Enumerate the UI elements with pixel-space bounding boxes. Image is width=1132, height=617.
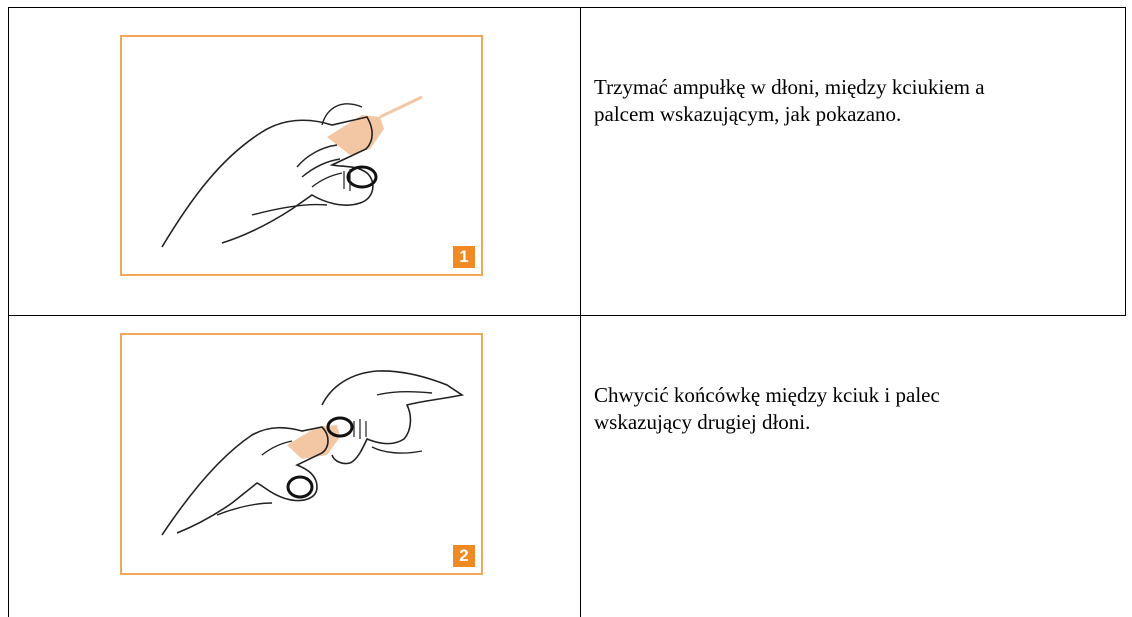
table-border-middle <box>8 315 1126 316</box>
step-2-text: Chwycić końcówkę między kciuk i palec ws… <box>594 382 1094 436</box>
step-2-badge: 2 <box>453 545 475 567</box>
step-1-text: Trzymać ampułkę w dłoni, między kciukiem… <box>594 74 1094 128</box>
hand-holding-ampoule-icon <box>122 37 481 274</box>
table-column-divider <box>580 7 581 617</box>
step-1-illustration: 1 <box>120 35 483 276</box>
table-border-right-top <box>1125 7 1126 316</box>
two-hands-twisting-ampoule-tip-icon <box>122 335 481 573</box>
step-2-illustration: 2 <box>120 333 483 575</box>
table-border-left <box>8 7 9 617</box>
step-1-badge: 1 <box>453 246 475 268</box>
table-border-top <box>8 7 1126 8</box>
